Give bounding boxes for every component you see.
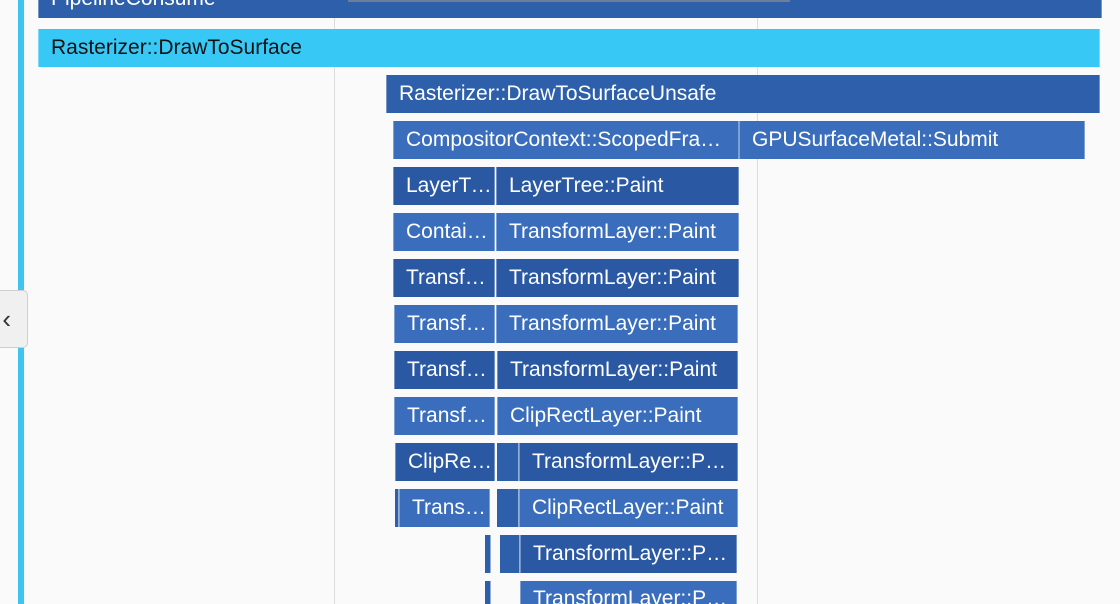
slice-transform-paint[interactable]: TransformLayer::Paint [496,213,739,251]
slice-nested-sliver[interactable] [395,489,399,527]
slice-layer-tree-preroll[interactable]: LayerTree::Preroll [393,167,495,205]
slice-draw-to-surface-unsafe[interactable]: Rasterizer::DrawToSurfaceUnsafe [386,75,1100,113]
chevron-left-icon: ‹ [2,304,11,334]
slice-transform-paint[interactable]: TransformLayer::Paint [496,305,738,343]
slice-nested-sliver[interactable] [485,535,491,573]
selection-overlay [348,0,790,2]
slice-transform-preroll[interactable]: TransformLayer::Preroll [394,397,495,435]
slice-transform-preroll[interactable]: TransformLayer::Preroll [394,351,495,389]
slice-pipeline-consume[interactable]: PipelineConsume [38,0,1102,18]
slice-draw-to-surface[interactable]: Rasterizer::DrawToSurface [38,29,1100,67]
slice-transform-paint[interactable]: TransformLayer::Paint [497,351,738,389]
slice-nested-sliver[interactable] [485,581,491,604]
slice-transform-preroll[interactable]: TransformLayer::Preroll [399,489,490,527]
slice-clip-rect-preroll[interactable]: ClipRectLayer::Preroll [395,443,495,481]
time-gridline [334,0,335,604]
slice-nested-sliver[interactable] [497,489,519,527]
slice-container-preroll[interactable]: ContainerLayer::Preroll [393,213,495,251]
slice-transform-preroll[interactable]: TransformLayer::Preroll [393,259,495,297]
slice-clip-rect-paint[interactable]: ClipRectLayer::Paint [519,489,738,527]
slice-nested-sliver[interactable] [500,535,520,573]
collapse-panel-button[interactable]: ‹ [0,290,28,348]
slice-gpu-surface-submit[interactable]: GPUSurfaceMetal::Submit [739,121,1085,159]
time-gridline [757,0,758,604]
slice-transform-paint[interactable]: TransformLayer::Paint [520,581,737,604]
slice-transform-paint[interactable]: TransformLayer::Paint [520,535,737,573]
slice-transform-paint[interactable]: TransformLayer::Paint [496,259,739,297]
slice-transform-preroll[interactable]: TransformLayer::Preroll [394,305,495,343]
slice-clip-rect-paint[interactable]: ClipRectLayer::Paint [497,397,738,435]
slice-layer-tree-paint[interactable]: LayerTree::Paint [496,167,739,205]
slice-compositor-context[interactable]: CompositorContext::ScopedFrame::Raster [393,121,739,159]
slice-nested-sliver[interactable] [497,443,519,481]
slice-transform-paint[interactable]: TransformLayer::Paint [519,443,738,481]
